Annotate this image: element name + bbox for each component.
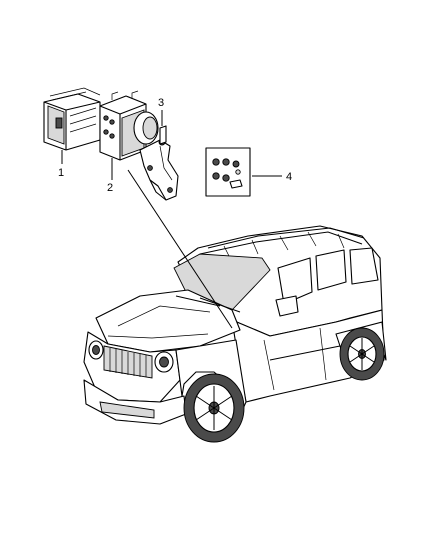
callout-4: 4 [286, 171, 292, 183]
part-2-hydraulic-unit [99, 90, 159, 161]
part-1-control-module [43, 87, 101, 151]
callout-2: 2 [107, 182, 113, 194]
callout-labels: 1 2 3 4 [58, 97, 292, 194]
part-4-fastener-kit [205, 147, 251, 197]
part-3-bracket [139, 125, 179, 201]
leader-lines [61, 110, 282, 329]
callout-3: 3 [158, 97, 164, 109]
callout-1: 1 [58, 167, 64, 179]
vehicle-illustration [83, 225, 387, 443]
leader-install [127, 169, 233, 329]
